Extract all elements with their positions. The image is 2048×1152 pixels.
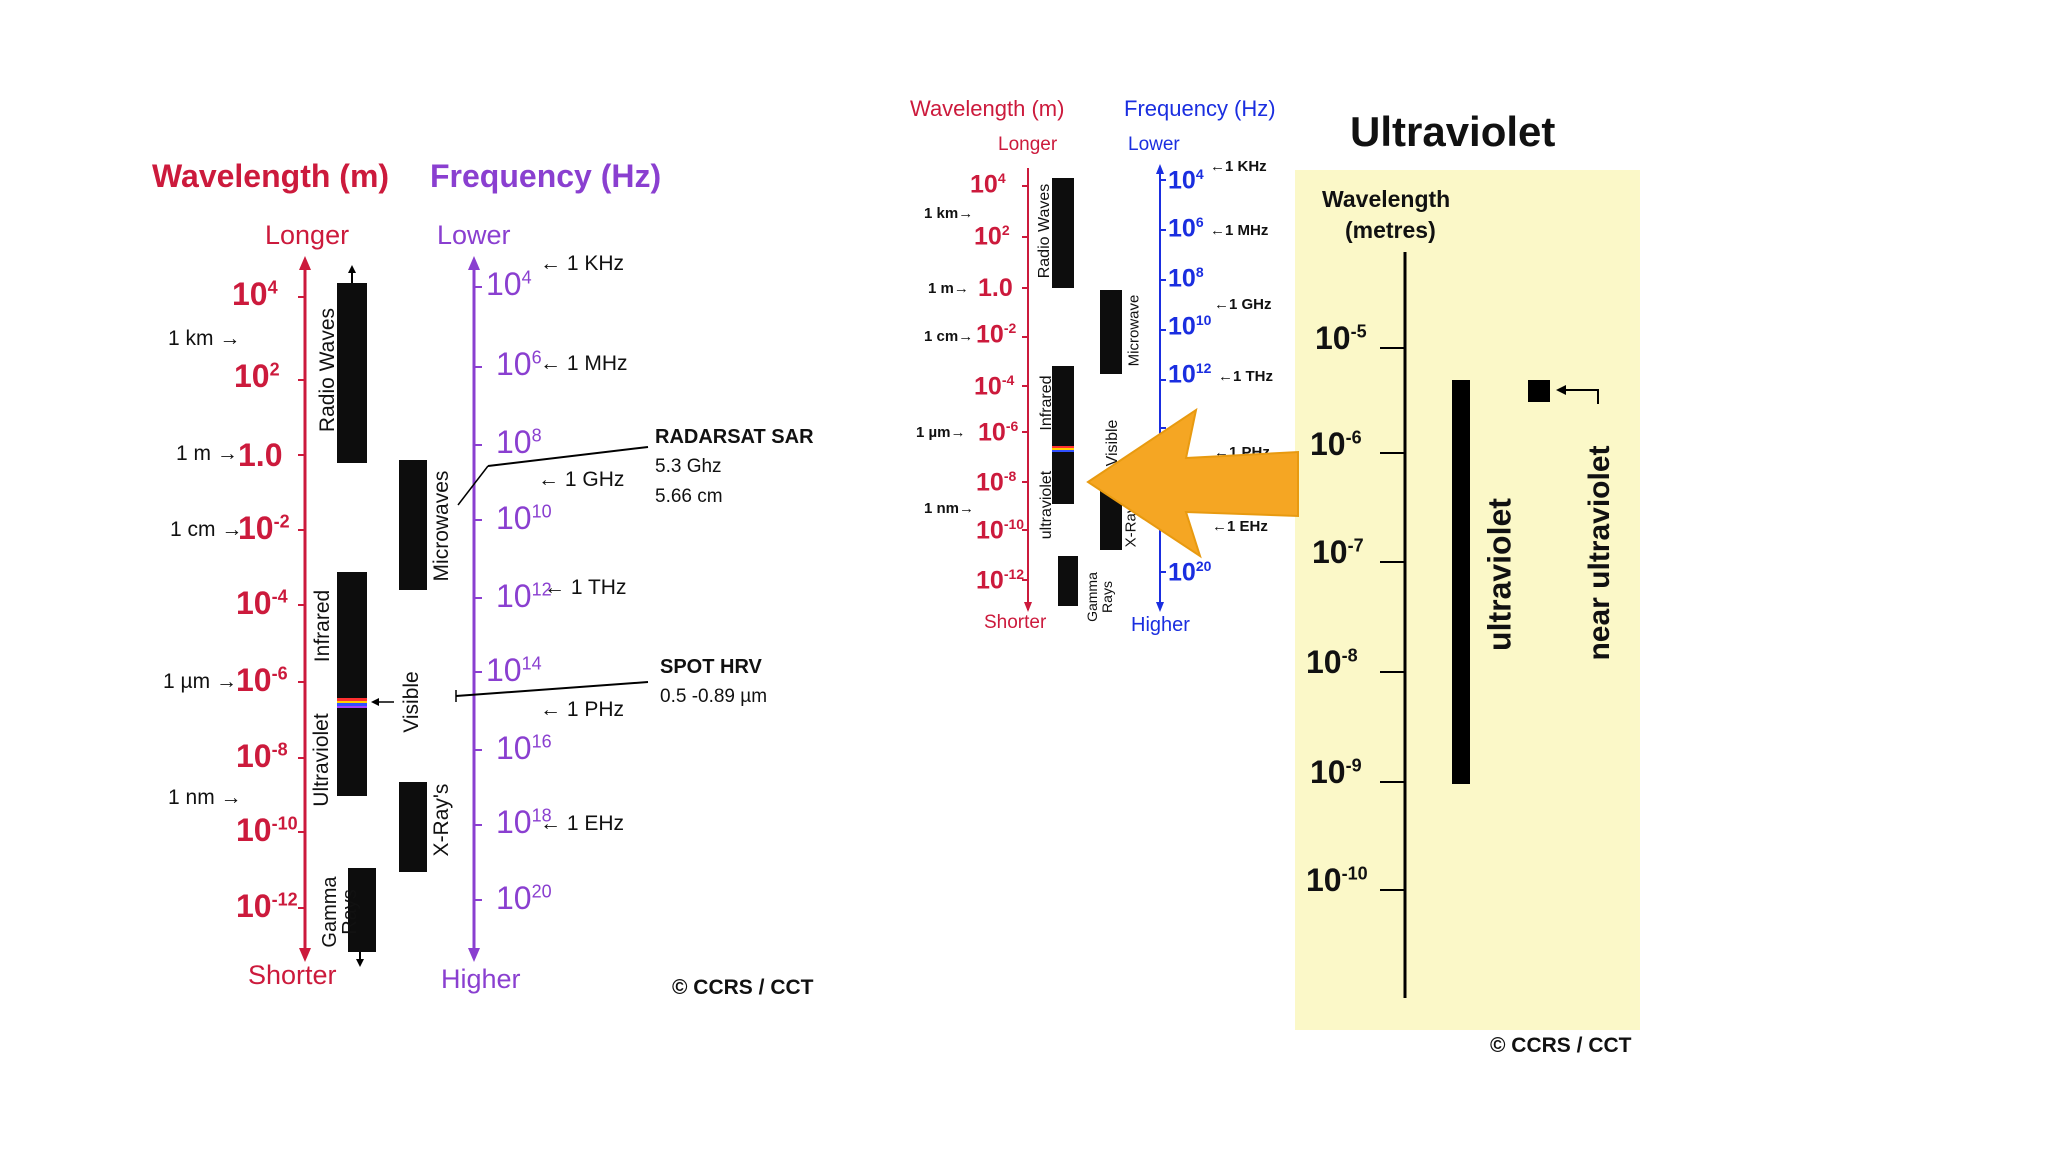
pointer-arrow-icon — [1088, 410, 1298, 556]
uv-tick-3: 10-8 — [1306, 644, 1358, 681]
uv-tick-0: 10-5 — [1315, 320, 1367, 357]
ultraviolet-band-label: ultraviolet — [1482, 485, 1519, 665]
right-credit: © CCRS / CCT — [1490, 1034, 1631, 1058]
uv-tick-5: 10-10 — [1306, 862, 1368, 899]
uv-tick-1: 10-6 — [1310, 426, 1362, 463]
uv-tick-4: 10-9 — [1310, 754, 1362, 791]
ultraviolet-band-bar — [1452, 380, 1470, 784]
near-ultraviolet-band-label: near ultraviolet — [1583, 433, 1617, 673]
near-ultraviolet-band-block — [1528, 380, 1550, 402]
uv-tick-2: 10-7 — [1312, 534, 1364, 571]
